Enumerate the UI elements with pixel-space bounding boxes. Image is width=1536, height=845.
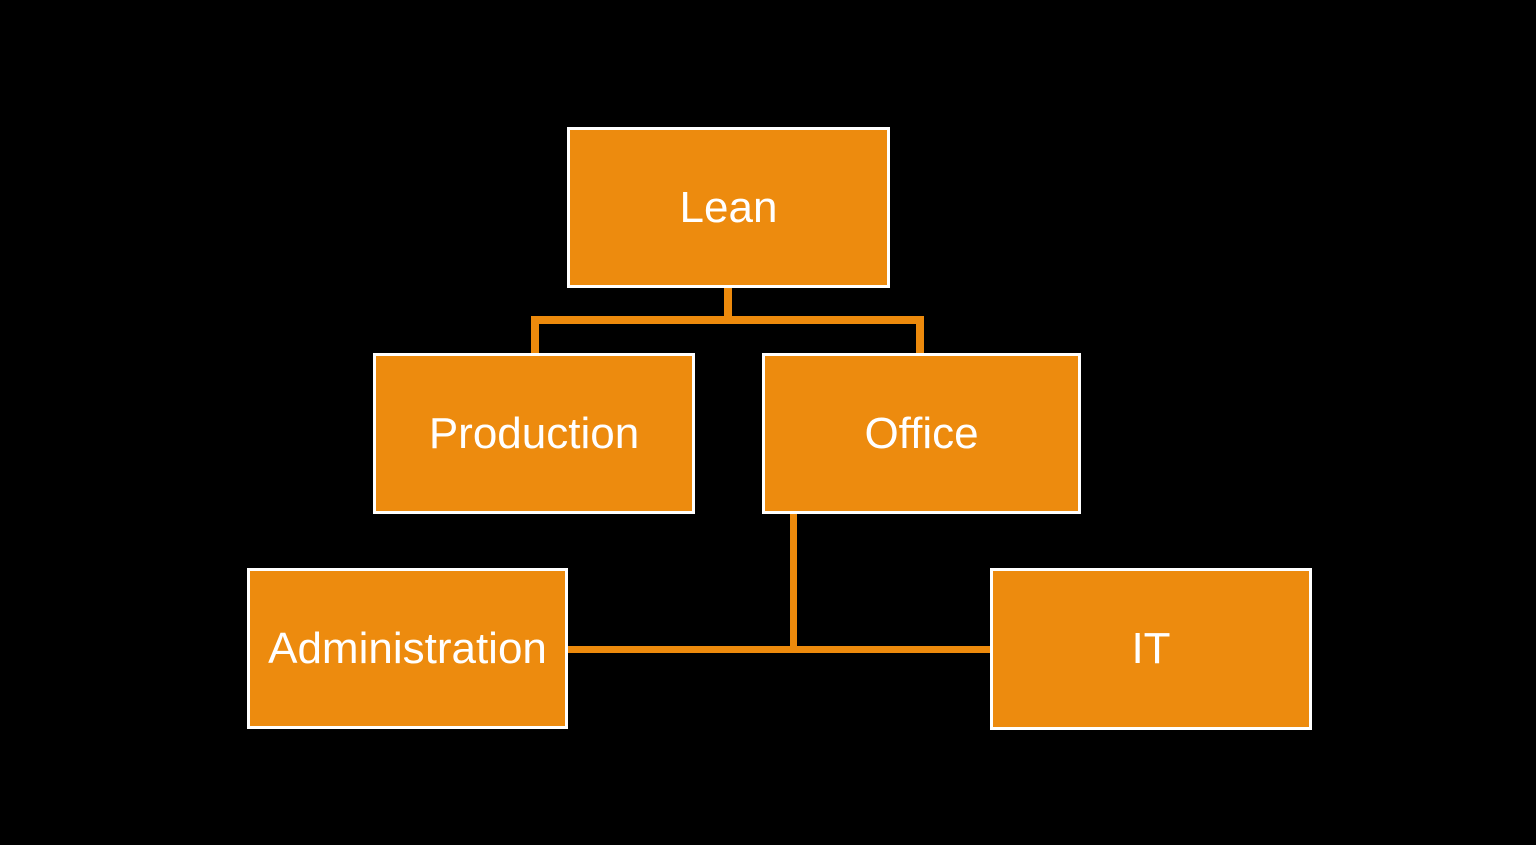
connector-drop-office bbox=[916, 316, 924, 356]
connector-drop-production bbox=[531, 316, 539, 356]
node-lean-label: Lean bbox=[679, 182, 778, 232]
node-administration-label: Administration bbox=[268, 623, 547, 673]
node-office: Office bbox=[762, 353, 1081, 514]
connector-top-rail bbox=[531, 316, 924, 324]
node-lean: Lean bbox=[567, 127, 890, 288]
node-it: IT bbox=[990, 568, 1312, 730]
connector-bottom-rail bbox=[568, 646, 990, 653]
node-production-label: Production bbox=[428, 408, 640, 458]
node-administration: Administration bbox=[247, 568, 568, 729]
connector-lean-stem bbox=[724, 287, 732, 320]
node-office-label: Office bbox=[864, 408, 979, 458]
node-it-label: IT bbox=[1131, 624, 1171, 673]
connector-office-stem bbox=[790, 512, 797, 653]
node-production: Production bbox=[373, 353, 695, 514]
